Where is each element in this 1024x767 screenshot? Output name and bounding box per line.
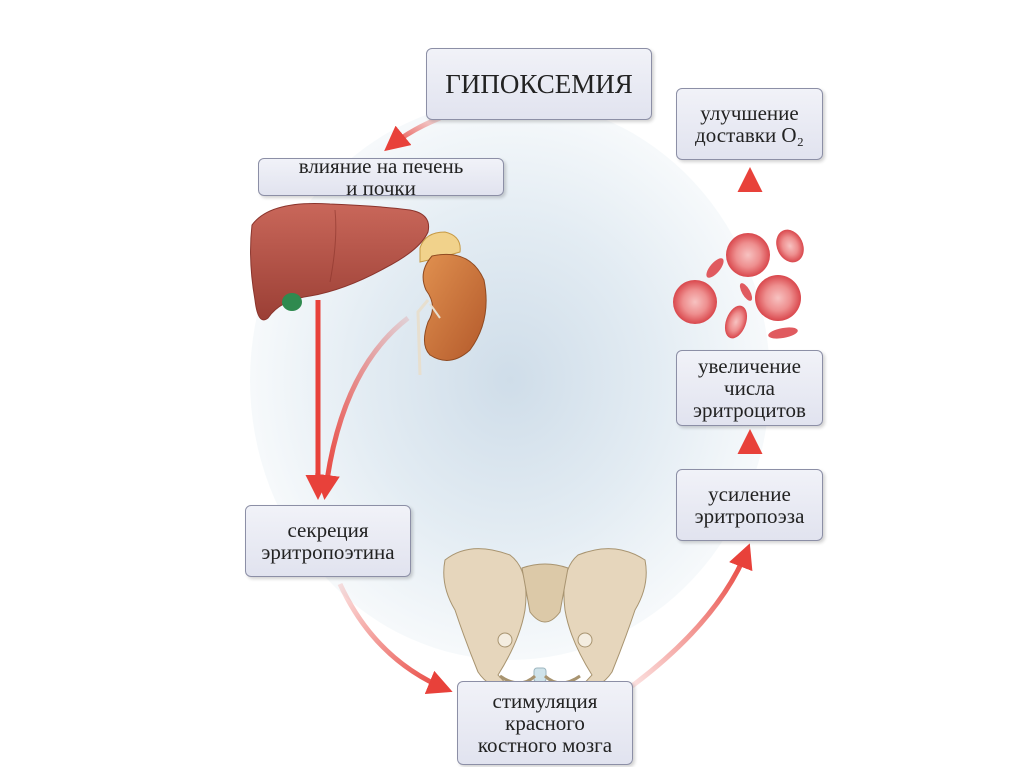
o2-line-2: доставки O₂ <box>695 124 804 146</box>
pelvis-icon <box>444 549 647 690</box>
liver-kidney-line-1: влияние на печень <box>299 155 464 177</box>
arrow-hypoxemia-to-organs <box>388 118 440 148</box>
hypoxemia-box: ГИПОКСЕМИЯ <box>426 48 652 120</box>
liver-kidney-box: влияние на печень и почки <box>258 158 504 196</box>
rbc-count-box: увеличение числа эритроцитов <box>676 350 823 426</box>
arrow-epo-to-marrow <box>340 584 448 690</box>
marrow-line-1: стимуляция <box>493 690 598 712</box>
rbc-count-line-1: увеличение <box>698 355 801 377</box>
epo-box: секреция эритропоэтина <box>245 505 411 577</box>
marrow-line-3: костного мозга <box>478 734 612 756</box>
epo-line-1: секреция <box>287 519 368 541</box>
rbc-count-line-3: эритроцитов <box>693 399 806 421</box>
red-blood-cells-icon <box>673 225 809 341</box>
hypoxemia-label: ГИПОКСЕМИЯ <box>445 70 632 98</box>
o2-line-1: улучшение <box>700 102 798 124</box>
erythropoiesis-box: усиление эритропоэза <box>676 469 823 541</box>
kidney-icon <box>418 232 486 375</box>
erythropoiesis-line-1: усиление <box>708 483 791 505</box>
epo-line-2: эритропоэтина <box>261 541 394 563</box>
liver-kidney-line-2: и почки <box>346 177 416 199</box>
arrow-kidney-to-epo <box>325 318 408 495</box>
marrow-box: стимуляция красного костного мозга <box>457 681 633 765</box>
arrow-marrow-to-erythropoiesis <box>632 548 748 686</box>
marrow-line-2: красного <box>505 712 585 734</box>
erythropoiesis-line-2: эритропоэза <box>695 505 805 527</box>
liver-icon <box>251 203 429 319</box>
o2-box: улучшение доставки O₂ <box>676 88 823 160</box>
rbc-count-line-2: числа <box>724 377 775 399</box>
